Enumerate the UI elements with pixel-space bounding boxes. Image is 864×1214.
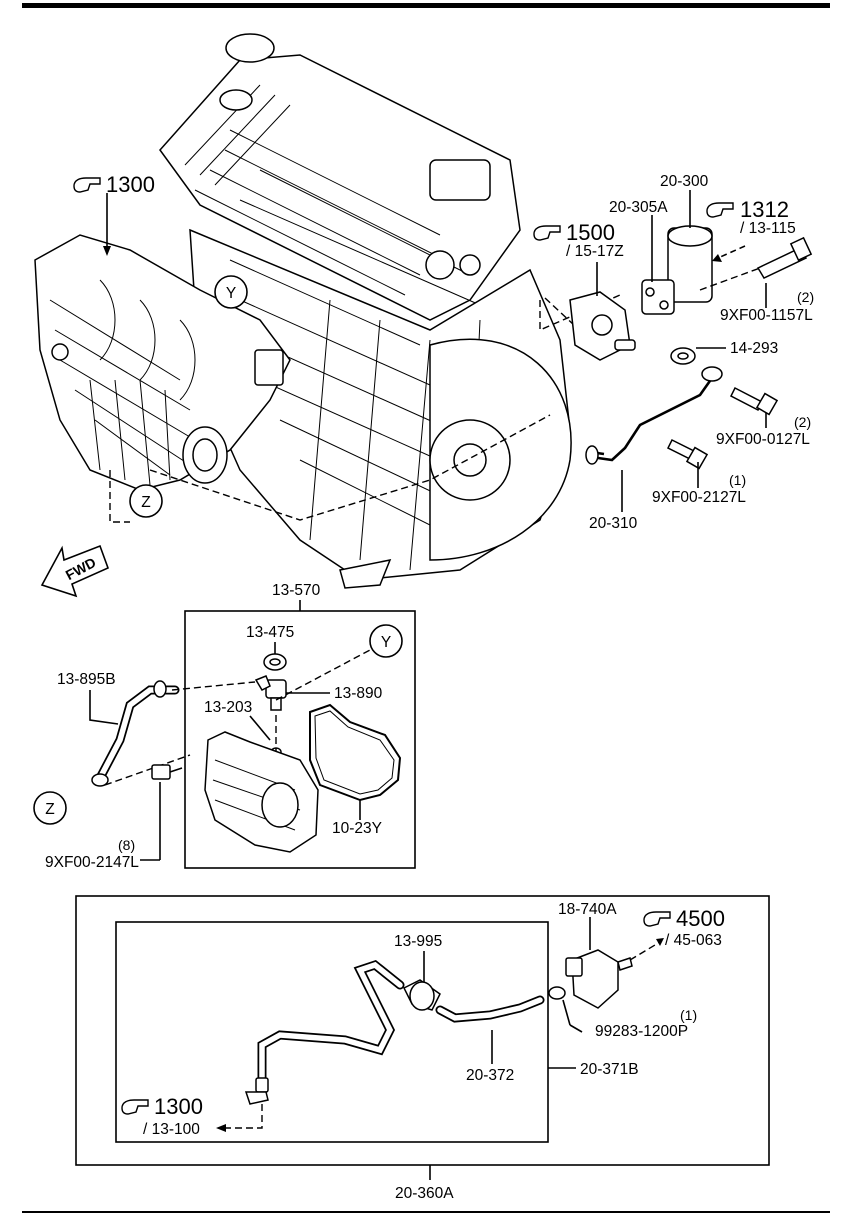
pointing-hand-icon [73, 177, 101, 193]
callout-y-engine: Y [214, 275, 248, 309]
top-border [22, 3, 830, 8]
part-20-371b: 20-371B [580, 1061, 639, 1078]
ref-1300-top: 1300 [73, 172, 155, 197]
callout-z-box-text: Z [45, 801, 54, 818]
callout-y-box-text: Y [381, 634, 391, 651]
part-9xf00-1157l: 9XF00-1157L [720, 307, 813, 324]
part-99283: 99283-1200P [595, 1023, 688, 1040]
ref-4500-sub-text: / 45-063 [665, 932, 722, 949]
pointing-hand-icon [121, 1099, 149, 1115]
part-9xf00-2127l-qty: (1) [729, 472, 746, 488]
ref-1300-bottom: 1300 / 13-100 [121, 1094, 203, 1138]
part-13-570: 13-570 [272, 582, 321, 599]
ref-1300-top-text: 1300 [106, 172, 155, 197]
pointing-hand-icon [706, 202, 734, 218]
part-13-203: 13-203 [204, 699, 252, 716]
ref-1312-text: 1312 [740, 197, 789, 222]
pointing-hand-icon [643, 911, 671, 927]
part-99283-qty: (1) [680, 1007, 697, 1023]
part-20-300: 20-300 [660, 173, 709, 190]
callout-z-engine: Z [129, 484, 163, 518]
part-13-475: 13-475 [246, 624, 294, 641]
engine-illustration [34, 33, 621, 589]
evap-hose-box: 13-995 18-740A 4500 / 45-063 (1) 99283-1… [75, 895, 770, 1202]
fwd-arrow-icon: FWD [40, 544, 110, 598]
part-9xf00-2127l: 9XF00-2127L [652, 489, 746, 506]
part-20-310: 20-310 [589, 515, 638, 532]
part-20-305a: 20-305A [609, 199, 668, 216]
part-9xf00-2147l: 9XF00-2147L [45, 854, 139, 871]
part-13-995: 13-995 [394, 933, 442, 950]
part-13-890: 13-890 [334, 685, 383, 702]
part-20-360a: 20-360A [395, 1185, 454, 1202]
ref-1312: 1312 / 13-115 [706, 197, 796, 237]
ref-4500-text: 4500 [676, 906, 725, 931]
part-9xf00-2147l-qty: (8) [118, 837, 135, 853]
callout-z-engine-text: Z [141, 494, 150, 511]
ref-1300-bottom-sub-text: / 13-100 [143, 1121, 200, 1138]
pointing-hand-icon [533, 225, 561, 241]
leader-lines-upper [103, 190, 767, 512]
oil-separator-box: 13-570 13-475 13-890 13-203 Y 10-23Y [184, 582, 416, 869]
part-14-293: 14-293 [730, 340, 778, 357]
ref-1500: 1500 / 15-17Z [533, 220, 624, 260]
ref-4500: 4500 / 45-063 [643, 906, 725, 949]
ref-1500-sub-text: / 15-17Z [566, 243, 624, 260]
ref-1500-text: 1500 [566, 220, 615, 245]
part-9xf00-0127l-qty: (2) [794, 414, 811, 430]
hose-13-895b: 13-895B Z [33, 671, 256, 825]
part-18-740a: 18-740A [558, 901, 617, 918]
part-9xf00-0127l: 9XF00-0127L [716, 431, 810, 448]
part-20-372: 20-372 [466, 1067, 514, 1084]
ref-1312-sub-text: / 13-115 [740, 220, 796, 237]
bolt-9xf00-2147l: (8) 9XF00-2147L [45, 764, 183, 871]
part-13-895b: 13-895B [57, 671, 116, 688]
ref-1300-bottom-text: 1300 [154, 1094, 203, 1119]
part-9xf00-1157l-qty: (2) [797, 289, 814, 305]
callout-y-engine-text: Y [226, 285, 236, 302]
part-10-23y: 10-23Y [332, 820, 382, 837]
